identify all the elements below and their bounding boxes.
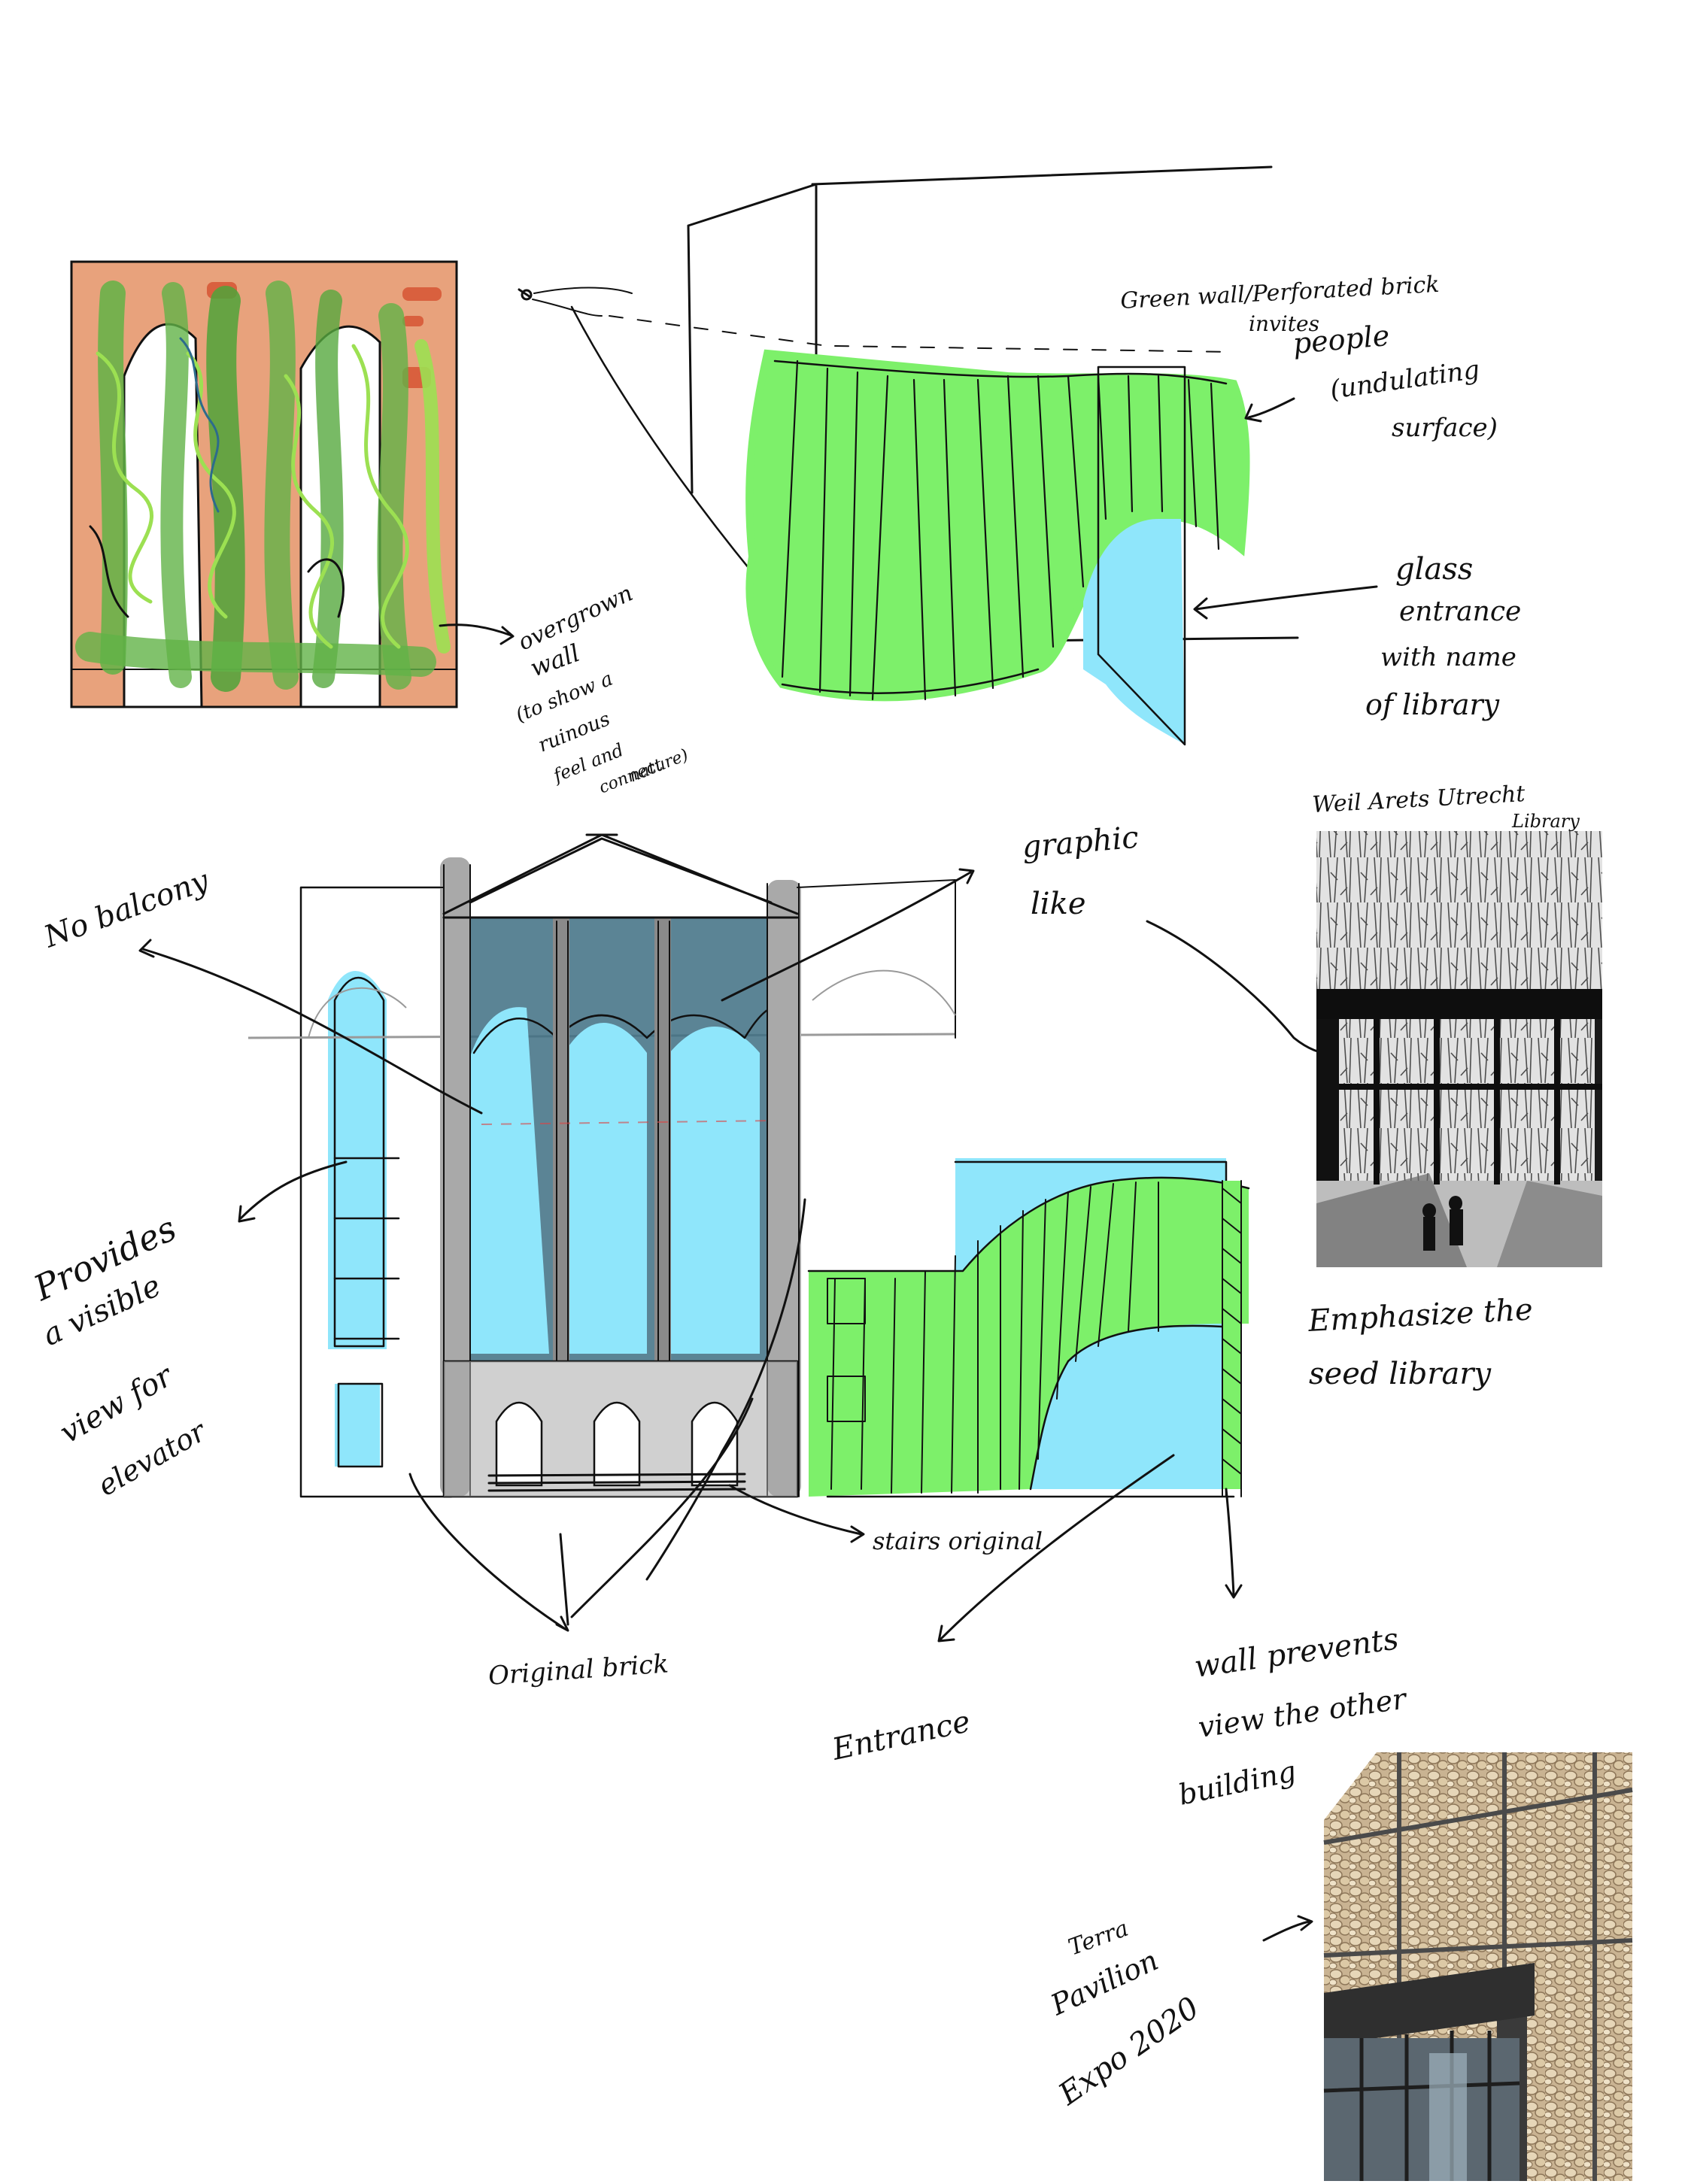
label-original-brick: Original brick <box>487 1649 669 1691</box>
label-like: like <box>1031 887 1086 921</box>
leader-arrow <box>439 623 515 645</box>
label-building: building <box>1176 1755 1299 1812</box>
brick-accent <box>402 287 442 301</box>
elevator-glass-lower <box>335 1384 380 1467</box>
annex-green-wall <box>809 1177 1249 1497</box>
label-stairs-original: stairs original <box>873 1527 1043 1555</box>
reference-photo-utrecht <box>1316 831 1602 1267</box>
label-reference-utrecht: Weil Arets Utrecht <box>1312 781 1527 818</box>
column-left <box>440 857 470 1497</box>
label-view-other: view the other <box>1196 1682 1410 1744</box>
label-reference-library: Library <box>1511 811 1580 832</box>
label-terra: Terra <box>1065 1916 1132 1961</box>
column-mid-2 <box>654 918 671 1361</box>
label-invites: invites <box>1249 311 1319 336</box>
label-emphasize: Emphasize the <box>1307 1292 1534 1339</box>
label-nature: nature) <box>627 746 691 787</box>
elevator-glass <box>328 971 387 1349</box>
label-green-wall: Green wall/Perforated brick <box>1120 271 1441 314</box>
label-entrance-glass: entrance <box>1399 596 1521 627</box>
label-wall-prevents: wall prevents <box>1192 1621 1401 1685</box>
glass-entrance <box>1083 519 1185 745</box>
reference-photo-terra <box>1323 1752 1633 2181</box>
arch-glass-1 <box>463 1007 549 1354</box>
label-pavilion: Pavilion <box>1045 1943 1163 2022</box>
screen-wall <box>1222 1181 1241 1489</box>
label-of-library: of library <box>1365 688 1500 721</box>
main-elevation-sketch <box>138 833 1340 1942</box>
arch-glass-2 <box>564 1023 647 1354</box>
label-seed-library: seed library <box>1309 1357 1492 1391</box>
label-with-name: with name <box>1380 642 1516 672</box>
label-entrance: Entrance <box>829 1704 973 1767</box>
overgrowth <box>75 281 451 692</box>
column-mid-1 <box>553 918 569 1361</box>
label-no-balcony: No balcony <box>39 863 214 954</box>
label-undulating: (undulating <box>1328 354 1482 405</box>
arch-glass-3 <box>669 1027 760 1354</box>
perspective-sketch <box>518 165 1378 746</box>
label-glass: glass <box>1395 552 1473 587</box>
label-surface: surface) <box>1392 413 1498 443</box>
brick-accent <box>402 316 424 326</box>
label-graphic: graphic <box>1021 821 1140 865</box>
column-right <box>767 880 801 1497</box>
overgrown-wall-sketch <box>70 260 515 708</box>
